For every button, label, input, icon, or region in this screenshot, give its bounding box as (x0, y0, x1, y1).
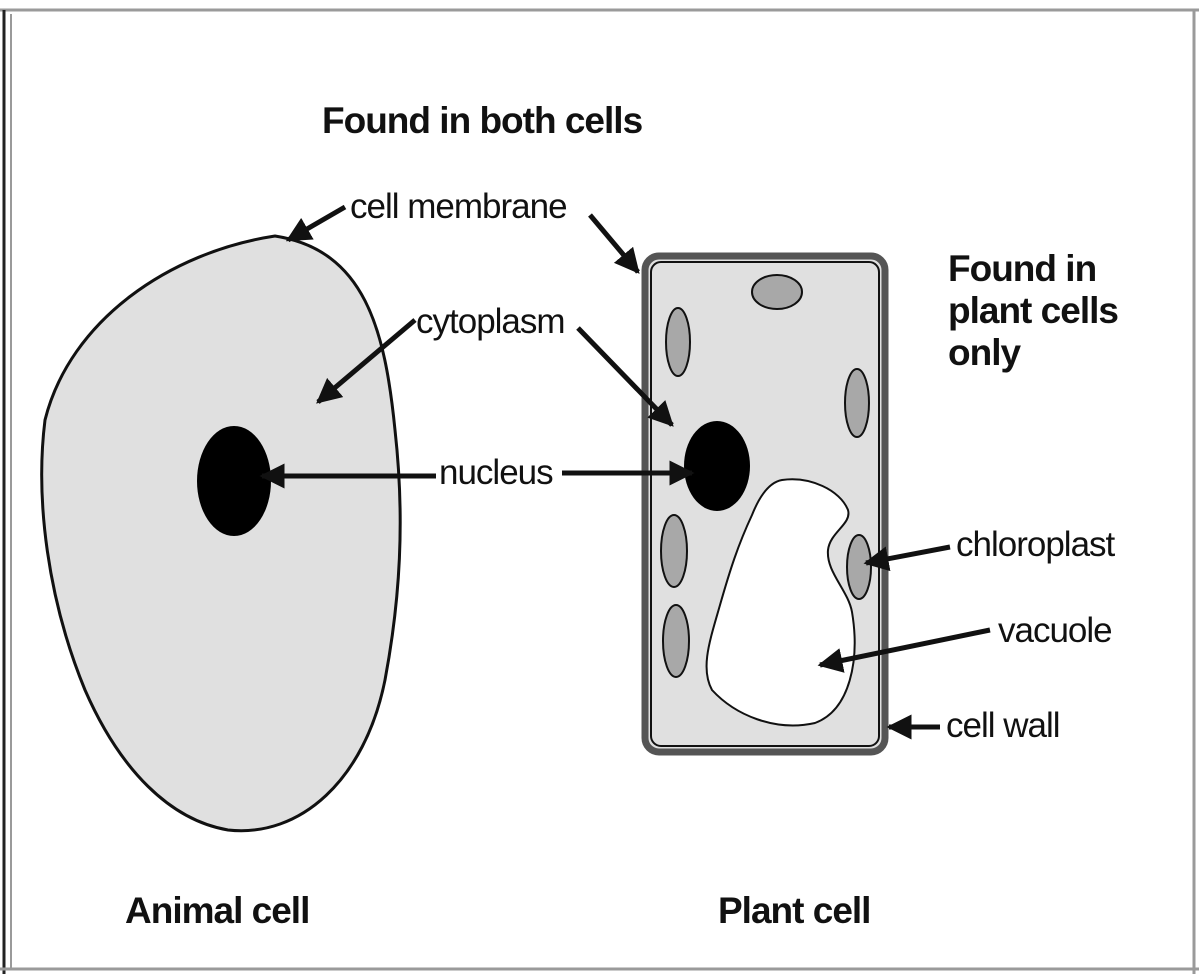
animal-nucleus (197, 426, 271, 536)
heading-found-in-plant-cells-only: Found in plant cells only (948, 248, 1127, 373)
caption-animal-cell: Animal cell (125, 890, 309, 931)
pointer-cell-membrane-plant (590, 215, 638, 272)
plant-cell (645, 256, 885, 752)
chloroplast (661, 515, 687, 587)
heading-plant-only-line-2: plant cells (948, 290, 1118, 331)
heading-found-in-both-cells: Found in both cells (322, 100, 643, 141)
heading-plant-only-line-3: only (948, 332, 1021, 373)
chloroplast (845, 369, 869, 437)
caption-plant-cell: Plant cell (718, 890, 870, 931)
chloroplast (847, 535, 871, 599)
label-cell-membrane: cell membrane (350, 187, 567, 226)
plant-nucleus (684, 421, 750, 511)
heading-plant-only-line-1: Found in (948, 248, 1096, 289)
label-nucleus: nucleus (439, 453, 553, 492)
animal-cell (42, 236, 400, 831)
chloroplast (663, 605, 689, 677)
animal-cell-membrane (42, 236, 400, 831)
pointer-cell-membrane-animal (288, 207, 345, 240)
label-chloroplast: chloroplast (956, 525, 1116, 564)
label-cytoplasm: cytoplasm (416, 302, 565, 341)
label-vacuole: vacuole (998, 611, 1112, 650)
label-cell-wall: cell wall (946, 706, 1060, 745)
chloroplast (752, 275, 802, 309)
chloroplast (666, 308, 690, 376)
